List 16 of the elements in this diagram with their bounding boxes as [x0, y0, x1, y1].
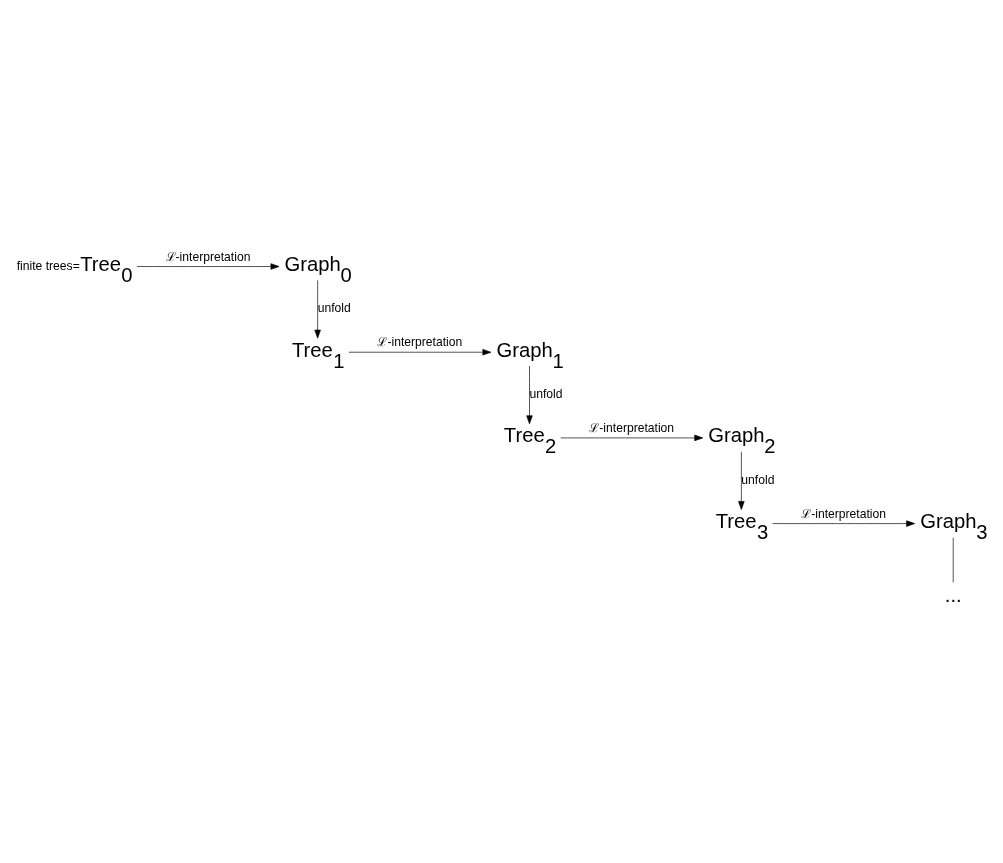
edge-label: unfold [741, 472, 775, 487]
arrow [560, 434, 704, 442]
node-text: ... [944, 583, 962, 606]
edge-label: unfold [317, 301, 351, 316]
arrow [136, 263, 280, 270]
edge-label: unfold [529, 387, 563, 402]
edge-label: ℒ-interpretation [165, 249, 251, 264]
arrow [738, 451, 745, 510]
edge-label: ℒ-interpretation [589, 421, 675, 436]
arrow [526, 365, 533, 425]
edge-label: ℒ-interpretation [801, 506, 886, 521]
arrow [314, 280, 321, 339]
arrow [772, 520, 915, 527]
arrow [348, 349, 492, 356]
edge-label: ℒ-interpretation [377, 335, 463, 350]
node-label: finite trees= [16, 258, 80, 273]
